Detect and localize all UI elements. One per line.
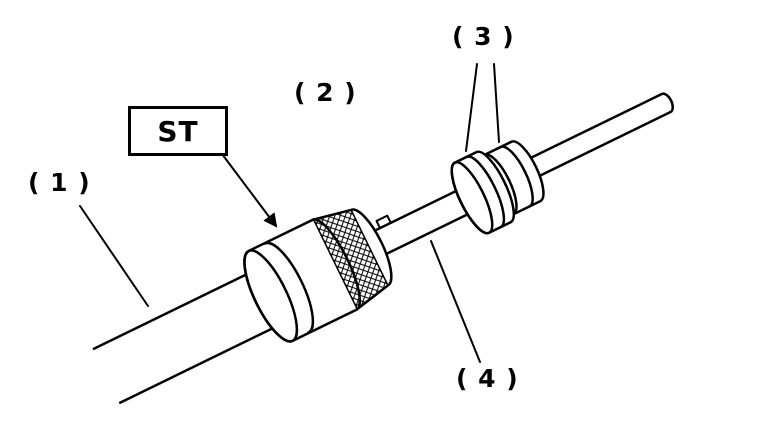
knurl-band: [312, 209, 389, 310]
callout-2-label: ( 2 ): [294, 78, 357, 107]
st-tag-box: ST: [128, 106, 228, 156]
callout-4-leader-line: [430, 240, 481, 363]
st-arrow: [221, 153, 278, 228]
st-tag-label: ST: [157, 114, 199, 148]
rod-tip-part: [520, 92, 674, 182]
callout-3-leader-line-right: [493, 63, 500, 143]
callout-1-leader-line: [79, 205, 149, 307]
retaining-clip-detail: [375, 214, 392, 230]
callout-4-label: ( 4 ): [456, 364, 519, 393]
callout-1-label: ( 1 ): [28, 168, 91, 197]
callout-3-label: ( 3 ): [452, 22, 515, 51]
cable-part: [92, 269, 282, 404]
callout-3-leader-line-left: [465, 63, 478, 152]
collar-part: [243, 208, 393, 343]
seal-ring-left: [450, 150, 516, 235]
